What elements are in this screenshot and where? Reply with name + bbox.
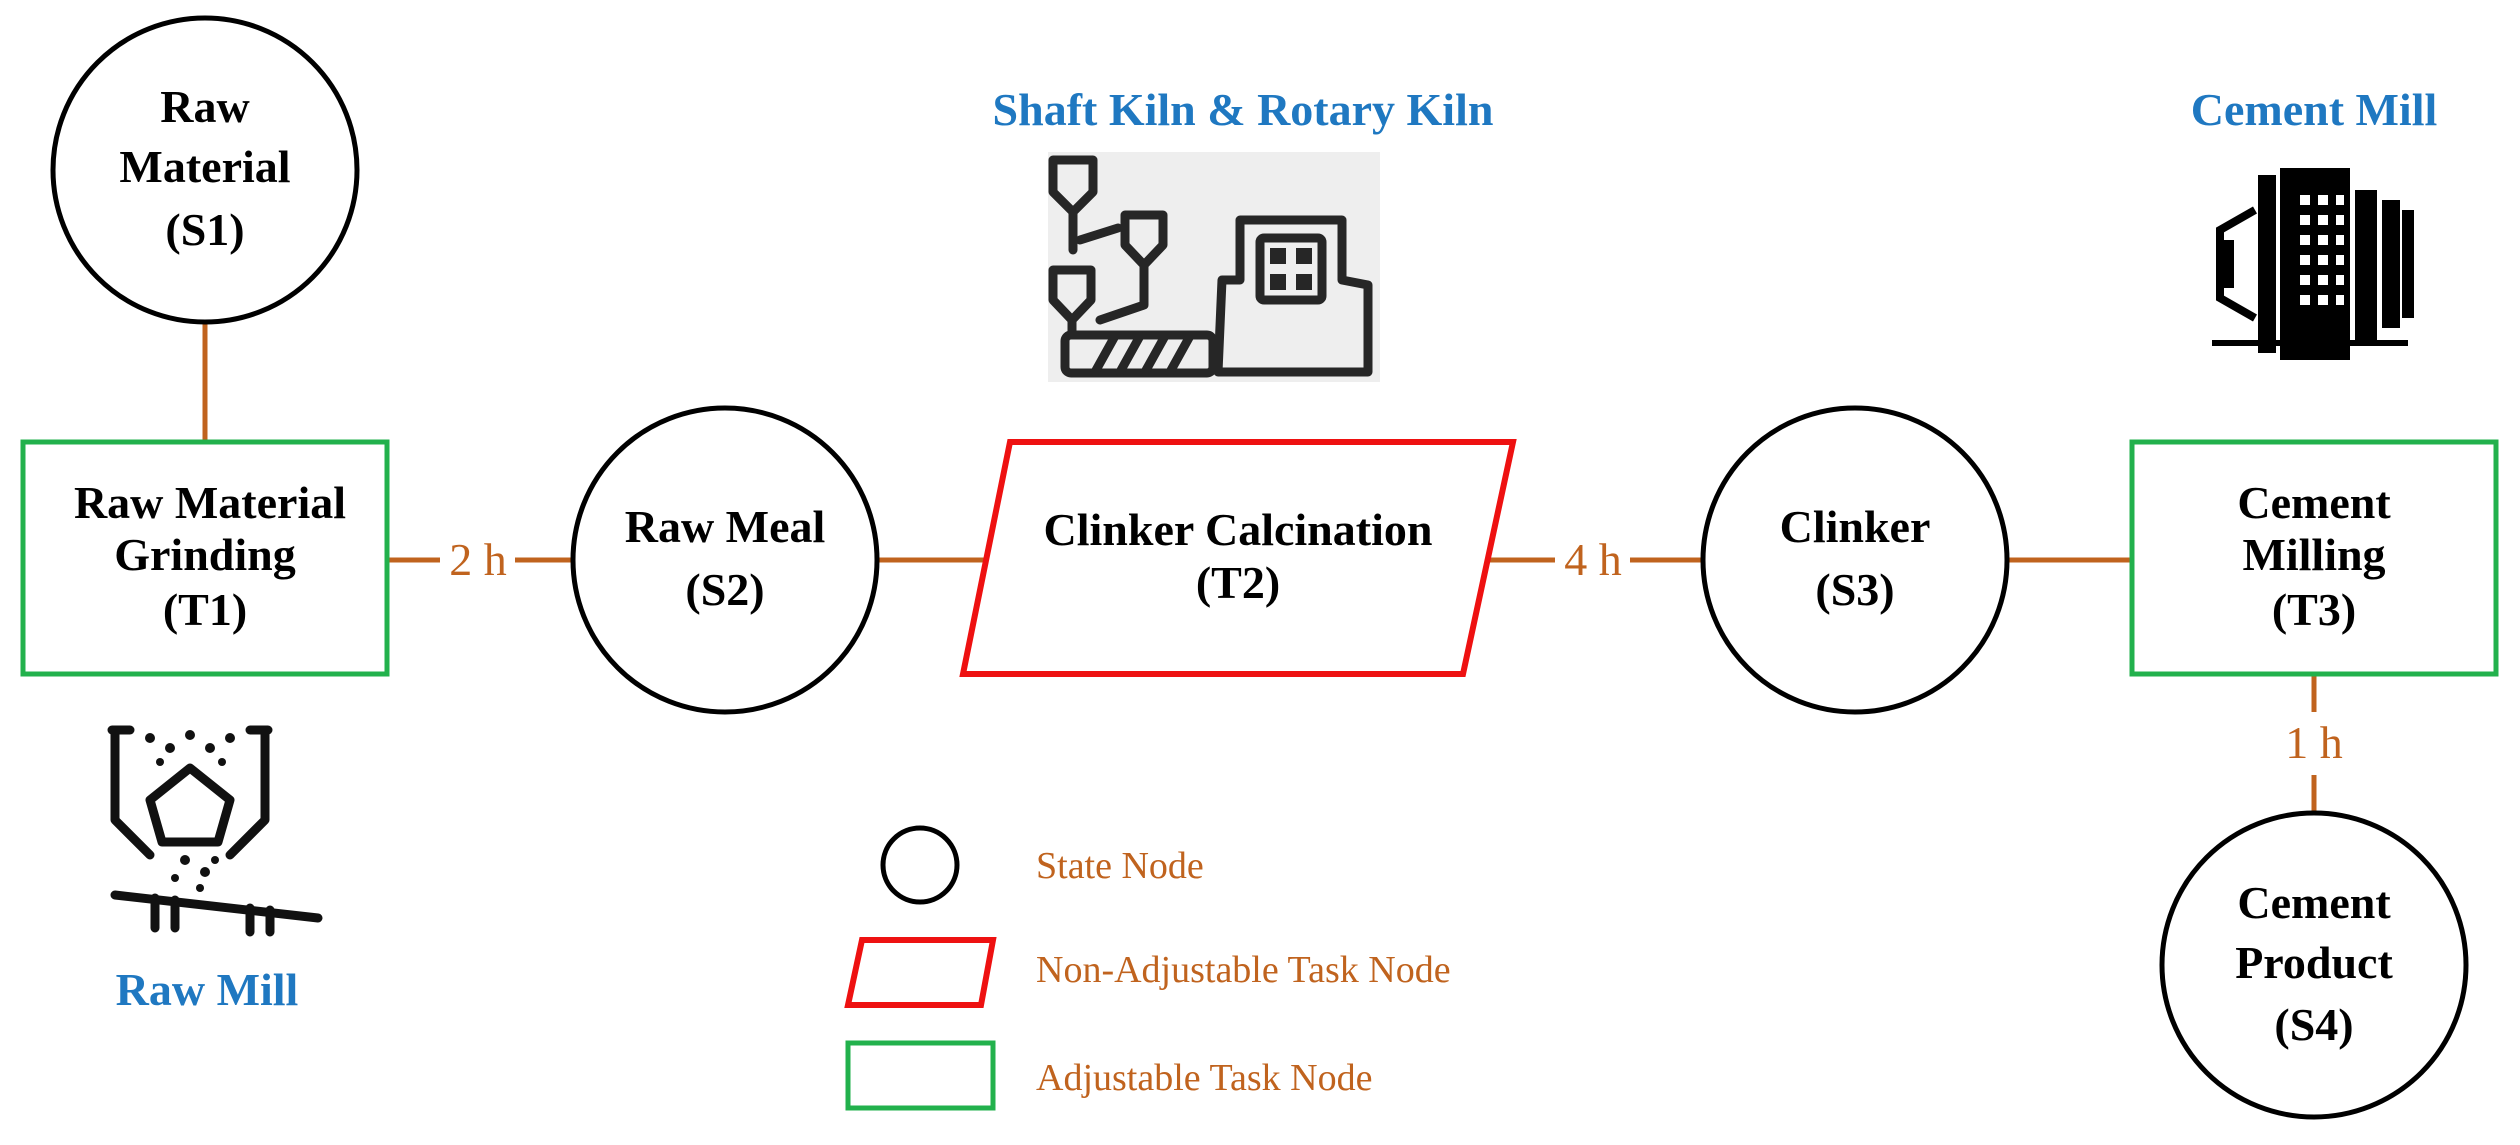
- t2-line-1: Clinker Calcination: [1044, 504, 1433, 555]
- state-node-s1: Raw Material (S1): [50, 15, 360, 325]
- legend-item-state: State Node: [880, 825, 1204, 905]
- t2-line-2: (T2): [1196, 557, 1280, 608]
- legend-state-label: State Node: [1036, 845, 1204, 887]
- legend-non-adjustable-swatch: [844, 937, 997, 1008]
- t1-line-2: Grinding: [114, 529, 296, 580]
- raw-mill-icon: [107, 725, 323, 937]
- state-node-s2: Raw Meal (S2): [570, 405, 880, 715]
- legend-adjustable-swatch: [845, 1040, 996, 1111]
- s2-line-1: Raw Meal: [625, 501, 826, 552]
- s1-line-1: Raw: [160, 81, 249, 132]
- edge-label-t2-s3: 4 h: [1564, 534, 1622, 585]
- t3-line-1: Cement: [2237, 477, 2391, 528]
- legend-non-adjustable-label: Non-Adjustable Task Node: [1036, 949, 1451, 991]
- s2-line-2: (S2): [685, 564, 764, 615]
- t1-line-3: (T1): [163, 584, 247, 635]
- task-node-t3: Cement Milling (T3): [2129, 439, 2499, 677]
- legend-state-swatch: [880, 825, 960, 905]
- s3-line-2: (S3): [1815, 564, 1894, 615]
- s4-line-2: Product: [2235, 937, 2393, 988]
- cement-mill-icon: [2212, 168, 2414, 360]
- cement-mill-label: Cement Mill: [2191, 84, 2438, 135]
- state-node-s4: Cement Product (S4): [2159, 810, 2469, 1120]
- state-node-s3: Clinker (S3): [1700, 405, 2010, 715]
- legend-item-non-adjustable: Non-Adjustable Task Node: [844, 937, 1451, 1008]
- edge-label-t3-s4: 1 h: [2285, 717, 2343, 768]
- t3-line-3: (T3): [2272, 584, 2356, 635]
- kiln-label: Shaft Kiln & Rotary Kiln: [993, 84, 1494, 135]
- raw-mill-label: Raw Mill: [116, 964, 299, 1015]
- s1-line-2: Material: [119, 141, 290, 192]
- s4-line-3: (S4): [2274, 999, 2353, 1050]
- s1-line-3: (S1): [165, 204, 244, 255]
- s4-line-1: Cement: [2237, 877, 2391, 928]
- edge-label-t1-s2: 2 h: [449, 534, 507, 585]
- legend-item-adjustable: Adjustable Task Node: [845, 1040, 1372, 1111]
- legend: State Node Non-Adjustable Task Node Adju…: [844, 825, 1451, 1111]
- t1-line-1: Raw Material: [74, 477, 346, 528]
- t3-line-2: Milling: [2242, 529, 2385, 580]
- legend-adjustable-label: Adjustable Task Node: [1036, 1057, 1372, 1099]
- s3-line-1: Clinker: [1780, 501, 1931, 552]
- task-node-t2: Clinker Calcination (T2): [959, 439, 1517, 677]
- task-node-t1: Raw Material Grinding (T1): [20, 439, 390, 677]
- kiln-icon: [1048, 152, 1380, 382]
- edges: [202, 322, 2317, 815]
